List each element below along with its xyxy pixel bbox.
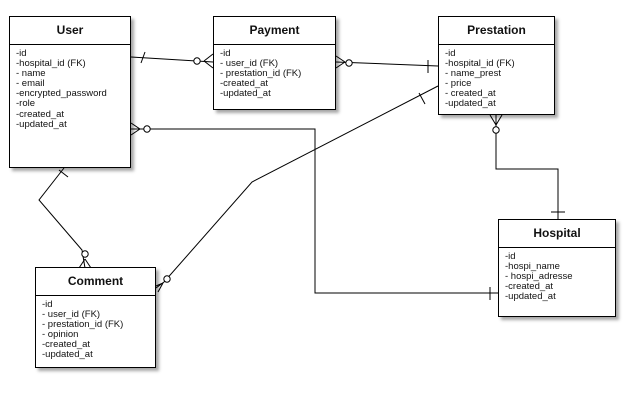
- relation-prestation-comment: [155, 85, 439, 293]
- relation-payment-prestation: [335, 55, 439, 73]
- attribute: -updated_at: [220, 88, 271, 100]
- attribute: -id: [220, 48, 231, 59]
- attribute: -hospital_id (FK): [16, 58, 86, 70]
- relation-user-comment: [38, 167, 92, 269]
- attribute: -id: [16, 48, 27, 59]
- entity-title: Prestation: [439, 17, 554, 45]
- attribute: -created_at: [505, 281, 554, 293]
- attribute: -created_at: [220, 78, 269, 90]
- entity-payment[interactable]: Payment -id - user_id (FK) - prestation_…: [213, 16, 336, 110]
- attribute: - name_prest: [445, 68, 501, 80]
- entity-title: Hospital: [499, 220, 615, 248]
- attribute: -updated_at: [445, 98, 496, 110]
- entity-hospital[interactable]: Hospital -id -hospi_name - hospi_adresse…: [498, 219, 616, 317]
- attribute: - user_id (FK): [42, 309, 101, 321]
- attribute-list: -id - user_id (FK) - prestation_id (FK) …: [214, 45, 335, 99]
- relation-prestation-hospital: [489, 114, 565, 219]
- attribute: - name: [16, 68, 46, 80]
- attribute: - opinion: [42, 329, 79, 341]
- attribute: -id: [42, 299, 53, 310]
- attribute: -encrypted_password: [16, 88, 107, 100]
- attribute-list: -id - user_id (FK) - prestation_id (FK) …: [36, 296, 155, 361]
- attribute: - prestation_id (FK): [220, 68, 302, 80]
- attribute-list: -id -hospital_id (FK) - name - email -en…: [10, 45, 130, 130]
- attribute: -created_at: [16, 108, 65, 120]
- attribute-list: -id -hospital_id (FK) - name_prest - pri…: [439, 45, 554, 110]
- attribute: - created_at: [445, 88, 496, 100]
- attribute: - prestation_id (FK): [42, 319, 124, 331]
- entity-comment[interactable]: Comment -id - user_id (FK) - prestation_…: [35, 267, 156, 368]
- entity-user[interactable]: User -id -hospital_id (FK) - name - emai…: [9, 16, 131, 168]
- attribute: -hospi_name: [505, 261, 560, 273]
- attribute: -updated_at: [505, 291, 556, 303]
- attribute: -created_at: [42, 339, 91, 351]
- entity-prestation[interactable]: Prestation -id -hospital_id (FK) - name_…: [438, 16, 555, 115]
- attribute: - hospi_adresse: [505, 271, 573, 283]
- entity-title: User: [10, 17, 130, 45]
- attribute-list: -id -hospi_name - hospi_adresse -created…: [499, 248, 615, 302]
- attribute: - user_id (FK): [220, 58, 279, 70]
- relation-user-payment: [130, 51, 214, 69]
- attribute: -hospital_id (FK): [445, 58, 515, 70]
- attribute: -id: [445, 48, 456, 59]
- relation-user-hospital: [130, 122, 498, 300]
- attribute: -id: [505, 251, 516, 262]
- attribute: -role: [16, 98, 36, 110]
- attribute: -updated_at: [16, 118, 67, 130]
- attribute: - price: [445, 78, 472, 90]
- entity-title: Payment: [214, 17, 335, 45]
- entity-title: Comment: [36, 268, 155, 296]
- attribute: - email: [16, 78, 45, 90]
- attribute: -updated_at: [42, 349, 93, 361]
